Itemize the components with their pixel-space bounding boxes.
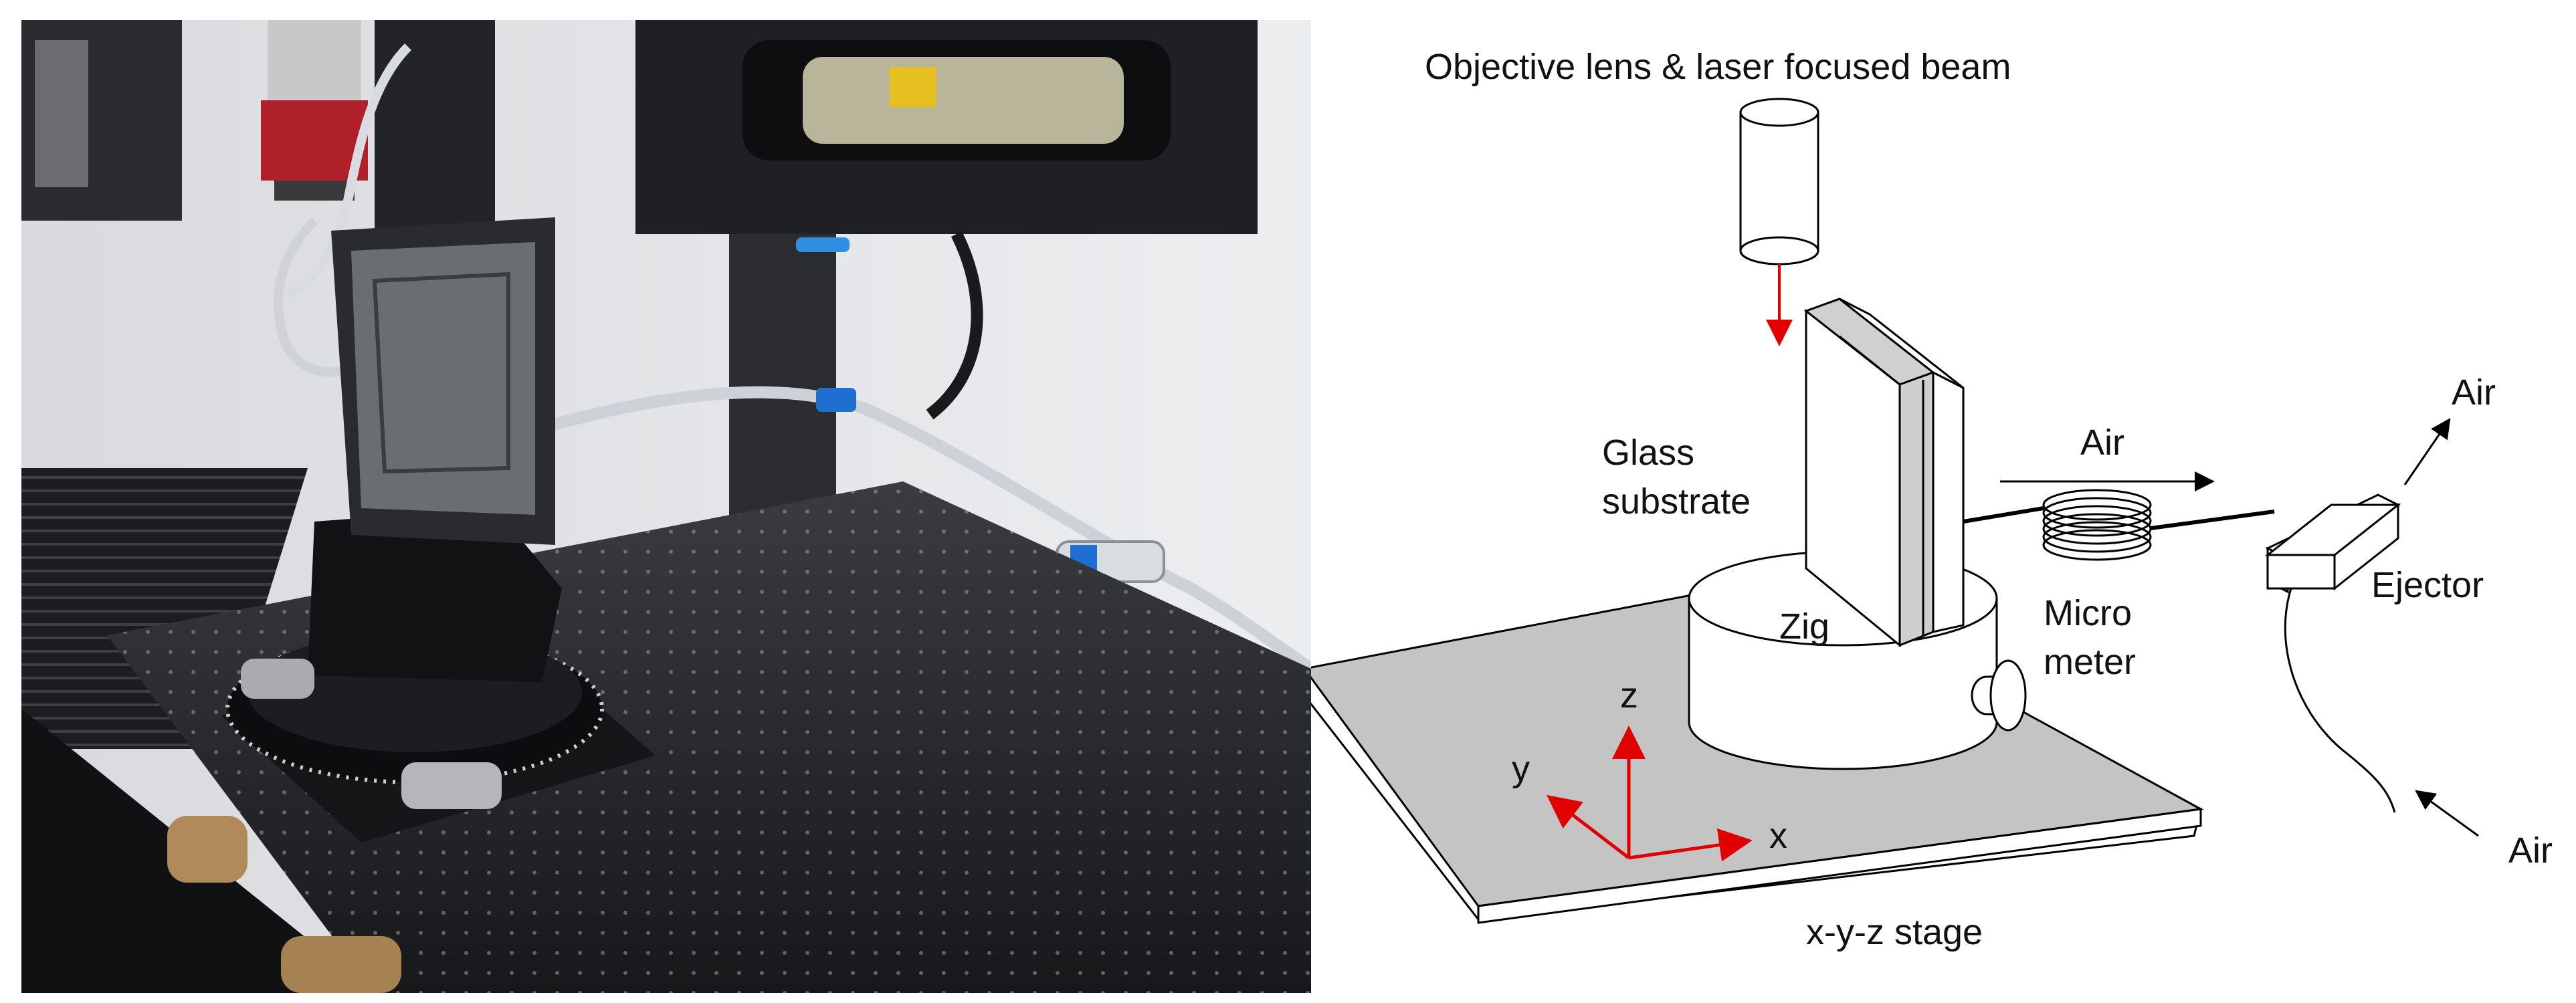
axis-label-y: y [1512, 749, 1530, 789]
micrometer-label-line1: Micro [2044, 593, 2132, 633]
air-label-middle: Air [2080, 423, 2124, 463]
objective-red [261, 100, 368, 181]
bellows-left [167, 816, 247, 883]
air-tube-top [285, 43, 411, 299]
zig-label: Zig [1779, 606, 1829, 647]
objective-top [1739, 98, 1819, 127]
schematic-svg: z x y Zig Micro meter [1311, 47, 2553, 952]
setup-photo-svg [21, 20, 1311, 993]
air-pipe-right [2150, 510, 2275, 530]
micrometer-label-line2: meter [2044, 642, 2136, 682]
blue-indicator [796, 237, 850, 252]
objective-tip [274, 181, 355, 201]
glass-label-line2: substrate [1602, 481, 1751, 522]
exhaust-arrow [2403, 418, 2451, 485]
air-label-top-right: Air [2452, 372, 2496, 413]
air-label-bottom-right: Air [2508, 830, 2553, 871]
objective-bottom [1739, 236, 1819, 265]
objective-lens: Objective lens & laser focused beam [1425, 47, 2011, 346]
glass-substrate-holder: Glass substrate [1602, 298, 1965, 648]
glass-pattern [372, 271, 510, 474]
objective-label: Objective lens & laser focused beam [1425, 47, 2011, 87]
glass-label-line1: Glass [1602, 433, 1694, 473]
laser-window-inner [803, 57, 1124, 144]
supply-arrow [2415, 790, 2479, 837]
coordinate-axes: z x y [1512, 675, 1787, 862]
black-cable [926, 231, 983, 420]
bellows-bottom [281, 936, 401, 993]
ejector-label: Ejector [2371, 565, 2484, 605]
equipment-left-plate [35, 40, 88, 187]
glass-substrate-side [1898, 370, 1935, 647]
micrometer-knob-front [401, 762, 502, 809]
air-tube-right [540, 386, 1311, 674]
air-coil [2042, 489, 2152, 561]
micrometer-knob [1989, 659, 2027, 732]
micrometer: Micro meter [1971, 593, 2136, 732]
holder-plate [1932, 370, 1965, 633]
axis-label-x: x [1769, 816, 1787, 856]
stage-front-edge [1477, 808, 2202, 924]
warning-label [890, 67, 936, 107]
holder-support [308, 508, 562, 682]
axis-label-z: z [1620, 675, 1638, 715]
air-supply-hose [2284, 588, 2396, 813]
air-pipe-left [1963, 506, 2044, 524]
tube-fitting-blue [816, 388, 856, 412]
x-axis [1628, 828, 1753, 862]
ejector-face [2266, 554, 2336, 590]
glass-substrate [351, 242, 535, 515]
schematic-diagram: z x y Zig Micro meter [1311, 0, 2576, 1003]
air-system: Air Ejector Air Air [1963, 372, 2553, 871]
micrometer-knob-left [241, 659, 314, 699]
setup-photo [21, 20, 1311, 993]
y-axis [1547, 794, 1630, 859]
rotation-scale [225, 633, 604, 784]
objective-body [268, 20, 361, 100]
stage-label: x-y-z stage [1806, 912, 1983, 952]
